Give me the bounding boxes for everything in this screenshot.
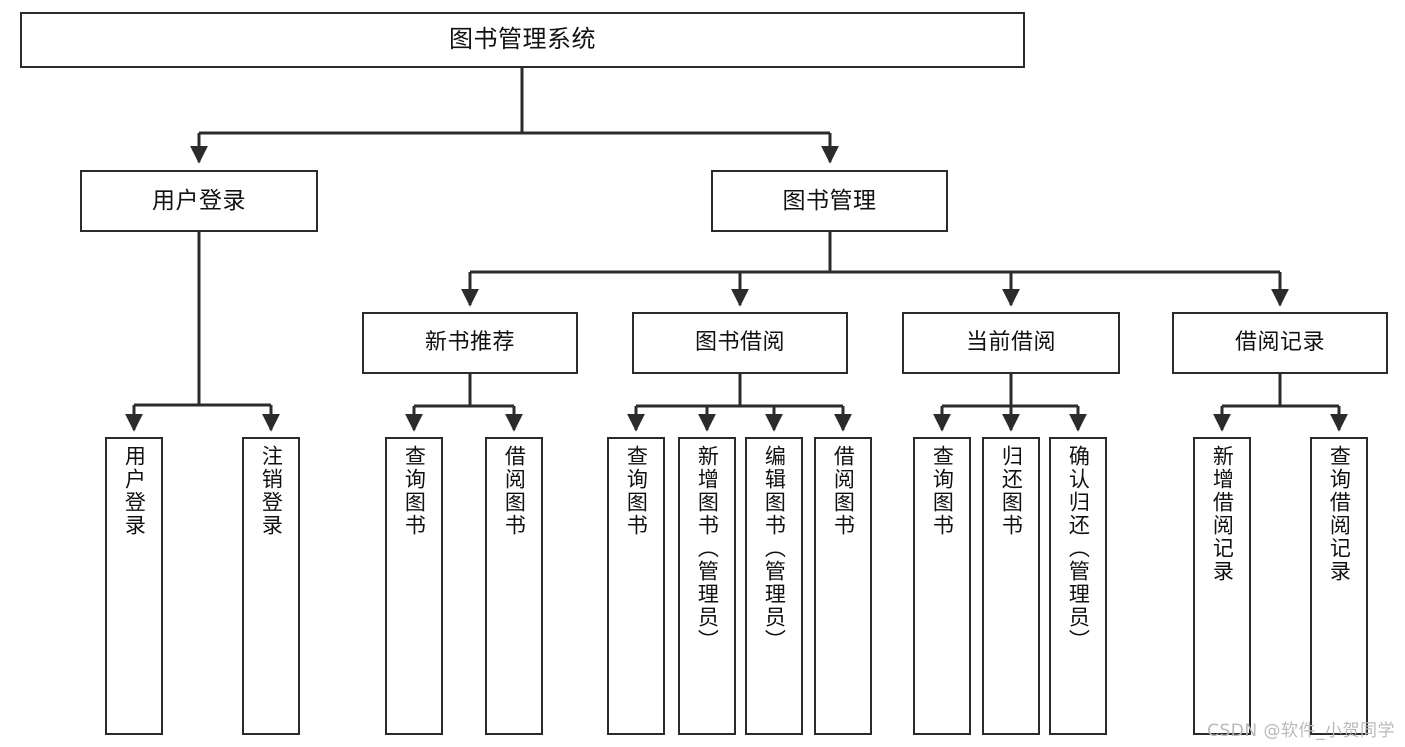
leaf-add-book-admin[interactable]: 新增图书（管理员） <box>678 437 736 735</box>
watermark: CSDN @软件_小贺同学 <box>1207 721 1395 741</box>
leaf-edit-book-admin-label: 编辑图书（管理员） <box>762 445 787 652</box>
leaf-query-borrow-record-label: 查询借阅记录 <box>1327 445 1352 583</box>
leaf-query-borrow-record[interactable]: 查询借阅记录 <box>1310 437 1368 735</box>
leaf-logout[interactable]: 注销登录 <box>242 437 300 735</box>
node-book-management[interactable]: 图书管理 <box>711 170 948 232</box>
node-current-borrow-label: 当前借阅 <box>965 330 1056 356</box>
leaf-add-borrow-record[interactable]: 新增借阅记录 <box>1193 437 1251 735</box>
node-borrow-records-label: 借阅记录 <box>1234 330 1325 356</box>
node-book-borrow-label: 图书借阅 <box>694 330 785 356</box>
node-root-label: 图书管理系统 <box>449 25 596 54</box>
node-new-book-recommend-label: 新书推荐 <box>424 330 515 356</box>
node-user-login-label: 用户登录 <box>152 187 246 214</box>
leaf-borrow-book-recommend[interactable]: 借阅图书 <box>485 437 543 735</box>
leaf-confirm-return-admin[interactable]: 确认归还（管理员） <box>1049 437 1107 735</box>
leaf-query-book-recommend-label: 查询图书 <box>402 445 427 537</box>
leaf-query-book-recommend[interactable]: 查询图书 <box>385 437 443 735</box>
leaf-borrow-book-label: 借阅图书 <box>831 445 856 537</box>
leaf-user-login-label: 用户登录 <box>122 445 147 537</box>
leaf-query-book-borrow[interactable]: 查询图书 <box>607 437 665 735</box>
leaf-add-borrow-record-label: 新增借阅记录 <box>1210 445 1235 583</box>
leaf-return-book[interactable]: 归还图书 <box>982 437 1040 735</box>
leaf-return-book-label: 归还图书 <box>999 445 1024 537</box>
leaf-logout-label: 注销登录 <box>259 445 284 537</box>
leaf-borrow-book[interactable]: 借阅图书 <box>814 437 872 735</box>
node-current-borrow[interactable]: 当前借阅 <box>902 312 1120 374</box>
leaf-add-book-admin-label: 新增图书（管理员） <box>695 445 720 652</box>
node-book-management-label: 图书管理 <box>782 187 877 214</box>
node-book-borrow[interactable]: 图书借阅 <box>632 312 848 374</box>
leaf-borrow-book-recommend-label: 借阅图书 <box>502 445 527 537</box>
leaf-user-login[interactable]: 用户登录 <box>105 437 163 735</box>
node-root[interactable]: 图书管理系统 <box>20 12 1025 68</box>
leaf-query-book-current-label: 查询图书 <box>930 445 955 537</box>
leaf-confirm-return-admin-label: 确认归还（管理员） <box>1066 445 1091 652</box>
leaf-query-book-current[interactable]: 查询图书 <box>913 437 971 735</box>
leaf-query-book-borrow-label: 查询图书 <box>624 445 649 537</box>
node-new-book-recommend[interactable]: 新书推荐 <box>362 312 578 374</box>
node-user-login[interactable]: 用户登录 <box>80 170 318 232</box>
node-borrow-records[interactable]: 借阅记录 <box>1172 312 1388 374</box>
leaf-edit-book-admin[interactable]: 编辑图书（管理员） <box>745 437 803 735</box>
